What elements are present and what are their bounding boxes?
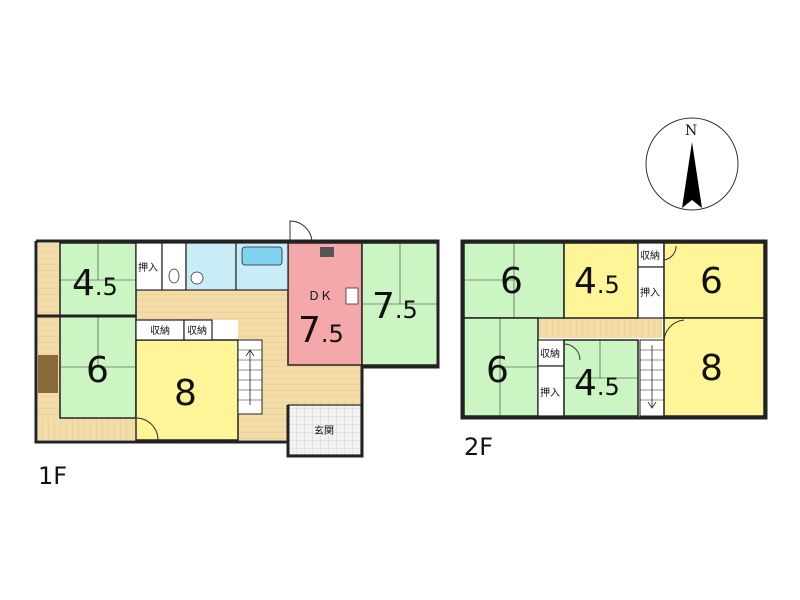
hallway-2f bbox=[538, 318, 662, 338]
floor-label-2f: 2F bbox=[464, 433, 493, 461]
label-1f-shuno-b: 収納 bbox=[187, 324, 207, 337]
label-2f-6-tr: 6 bbox=[700, 261, 723, 302]
room-2f-6-tr bbox=[663, 242, 765, 319]
storage-2f-top bbox=[637, 242, 665, 268]
entrance-1f bbox=[287, 404, 363, 456]
room-2f-4-5-top bbox=[563, 242, 639, 319]
back-door bbox=[289, 220, 313, 244]
label-2f-oshiire-top: 押入 bbox=[640, 286, 660, 299]
label-1f-dk: ＤＫ bbox=[308, 289, 332, 303]
label-2f-4-5-bot: 4.5 bbox=[574, 363, 620, 404]
stove bbox=[320, 247, 334, 257]
label-1f-4-5: 4.5 bbox=[72, 263, 118, 304]
label-1f-oshiire: 押入 bbox=[138, 261, 158, 274]
hallway-1f-top bbox=[136, 290, 238, 320]
label-2f-6-bl: 6 bbox=[486, 350, 509, 391]
basin-icon bbox=[190, 271, 204, 285]
label-1f-8: 8 bbox=[174, 373, 197, 414]
first-floor: 4.5 6 8 ＤＫ 7.5 7.5 押入 収納 収納 玄関 1F bbox=[34, 220, 440, 490]
closet-oshiire-1f bbox=[135, 242, 163, 291]
second-floor: 6 4.5 6 6 4.5 8 収納 押入 収納 押入 2F bbox=[460, 239, 768, 461]
label-1f-7-5: 7.5 bbox=[372, 286, 418, 327]
oshiire-2f-mid bbox=[537, 365, 565, 417]
compass-north-label: N bbox=[685, 123, 697, 139]
compass-needle-icon bbox=[682, 142, 702, 208]
floor-label-1f: 1F bbox=[38, 462, 67, 490]
label-1f-dk-size: 7.5 bbox=[298, 310, 344, 351]
stair-dark bbox=[38, 355, 58, 393]
door-2f-8 bbox=[663, 319, 685, 343]
label-2f-4-5-top: 4.5 bbox=[574, 261, 620, 302]
door-2f-storage bbox=[663, 245, 677, 261]
room-2f-8 bbox=[663, 317, 765, 417]
label-2f-oshiire-mid: 押入 bbox=[540, 386, 560, 399]
door-2f-mid bbox=[563, 343, 581, 361]
label-2f-shuno-mid: 収納 bbox=[540, 347, 560, 360]
veranda-bottom bbox=[38, 418, 136, 440]
sink bbox=[345, 287, 359, 305]
label-1f-6: 6 bbox=[86, 350, 109, 391]
label-1f-shuno-a: 収納 bbox=[150, 324, 170, 337]
door-8 bbox=[135, 417, 159, 441]
label-1f-genkan: 玄関 bbox=[314, 424, 334, 437]
label-2f-6-tl: 6 bbox=[500, 261, 523, 302]
toilet-bowl-icon bbox=[168, 268, 180, 284]
bathtub-1f bbox=[241, 246, 283, 266]
label-2f-shuno-top: 収納 bbox=[640, 249, 660, 262]
label-2f-8: 8 bbox=[700, 348, 723, 389]
compass: N bbox=[645, 117, 739, 211]
room-1f-8 bbox=[135, 339, 239, 441]
storage-b-1f bbox=[183, 319, 213, 341]
